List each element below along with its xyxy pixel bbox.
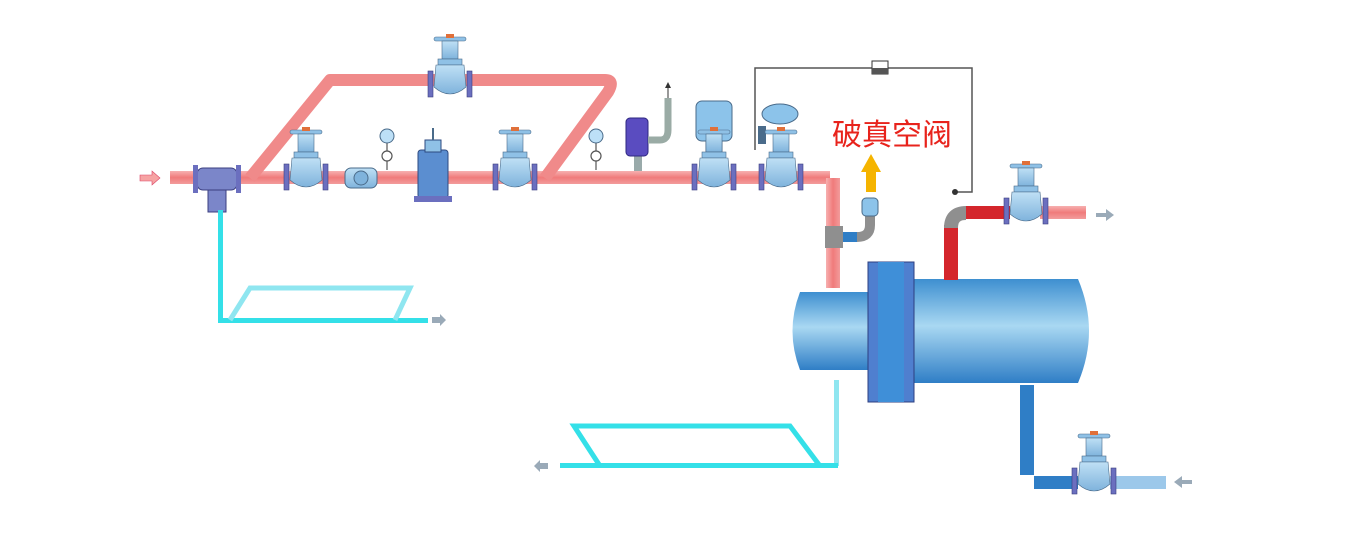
steam-separator (193, 165, 241, 213)
control-valve-2[interactable] (758, 103, 804, 191)
inlet-valve[interactable] (1071, 430, 1117, 495)
outlet-valve[interactable] (1003, 160, 1049, 225)
signal-line (754, 67, 973, 195)
trap-branch-lower (534, 380, 839, 472)
heat-exchanger (792, 261, 1089, 403)
steam-inlet-arrow (139, 170, 161, 186)
pressure-reducing-valve[interactable] (414, 128, 452, 202)
isolation-valve-2[interactable] (492, 126, 538, 191)
bypass-valve[interactable] (427, 33, 473, 98)
vacuum-breaker-label: 破真空阀 (832, 118, 952, 153)
temperature-controller[interactable] (871, 60, 889, 75)
vacuum-breaker-assembly (825, 215, 875, 248)
hot-water-outlet-line (944, 206, 1114, 280)
water-inlet-line (1020, 385, 1192, 489)
safety-valve[interactable] (625, 82, 672, 171)
vacuum-breaker[interactable] (861, 197, 879, 217)
trap-branch-upper (218, 210, 446, 326)
pressure-gauge-2 (588, 128, 604, 171)
vacuum-breaker-arrow (861, 154, 881, 192)
pressure-gauge-1 (379, 128, 395, 171)
strainer[interactable] (344, 167, 378, 189)
control-valve-1[interactable] (691, 100, 737, 191)
